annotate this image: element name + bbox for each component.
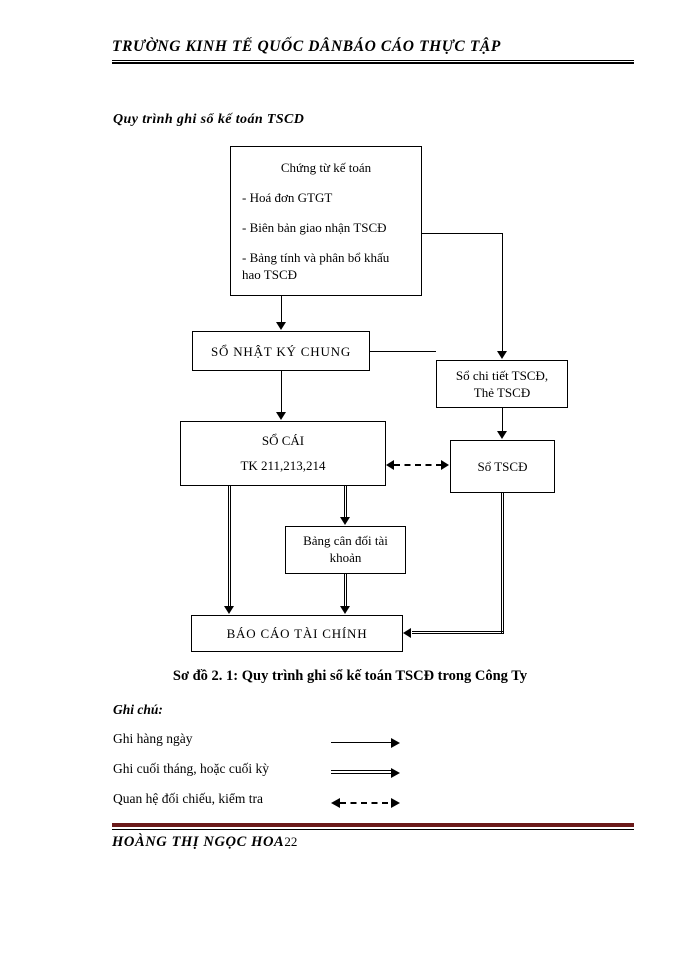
arrowhead-gl-to-financial-statements	[224, 606, 234, 614]
node-trial-balance[interactable]: Bảng cân đối tài khoản	[285, 526, 406, 574]
node-financial-statements[interactable]: BÁO CÁO TÀI CHÍNH	[191, 615, 403, 652]
node-detail-ledger-line2: Thẻ TSCĐ	[473, 385, 531, 400]
node-general-ledger[interactable]: SỔ CÁI TK 211,213,214	[180, 421, 386, 486]
connector-docs-to-detail-horizontal	[422, 233, 502, 234]
node-general-journal[interactable]: SỔ NHẬT KÝ CHUNG	[192, 331, 370, 371]
header-left-text: TRƯỜNG KINH TẾ QUỐC DÂN	[112, 38, 343, 55]
connector-detail-to-fab	[502, 408, 503, 432]
footer-divider-thin	[112, 829, 634, 830]
node-documents-title: Chứng từ kế toán	[280, 160, 372, 175]
legend-row-daily: Ghi hàng ngày	[113, 731, 403, 751]
figure-caption: Sơ đồ 2. 1: Quy trình ghi sổ kế toán TSC…	[172, 668, 528, 684]
connector-trial-balance-to-financial-statements	[344, 574, 347, 608]
arrowhead-detail-to-fab	[497, 431, 507, 439]
node-journal-label: SỔ NHẬT KÝ CHUNG	[210, 343, 352, 359]
connector-gl-to-trial-balance	[344, 486, 347, 518]
page-number: 22	[284, 834, 298, 849]
node-detail-ledger[interactable]: Sổ chi tiết TSCĐ, Thẻ TSCĐ	[436, 360, 568, 408]
connector-gl-fab-crosscheck	[394, 464, 442, 466]
header-text-line: TRƯỜNG KINH TẾ QUỐC DÂNBÁO CÁO THỰC TẬP	[112, 38, 634, 56]
connector-journal-to-detail-horizontal	[370, 351, 436, 352]
double-arrow-icon	[331, 768, 406, 778]
page-header: TRƯỜNG KINH TẾ QUỐC DÂNBÁO CÁO THỰC TẬP	[112, 38, 634, 56]
section-title: Quy trình ghi sổ kế toán TSCD	[113, 112, 305, 127]
header-divider	[112, 60, 634, 64]
connector-docs-to-detail-vertical	[502, 233, 503, 352]
single-arrow-icon	[331, 738, 406, 748]
node-trial-balance-line2: khoản	[329, 550, 362, 565]
flowchart: Chứng từ kế toán - Hoá đơn GTGT - Biên b…	[180, 146, 568, 652]
dashed-double-headed-arrow-icon	[331, 798, 406, 808]
footer-author: HOÀNG THỊ NGỌC HOA	[112, 834, 285, 850]
connector-fab-to-financial-statements-horizontal	[412, 631, 504, 634]
node-financial-statements-label: BÁO CÁO TÀI CHÍNH	[226, 626, 368, 641]
legend-label-crosscheck: Quan hệ đối chiếu, kiểm tra	[113, 791, 263, 806]
legend-label-monthly: Ghi cuối tháng, hoặc cuối kỳ	[113, 761, 269, 776]
arrowhead-crosscheck-right	[441, 460, 449, 470]
arrowhead-gl-to-trial-balance	[340, 517, 350, 525]
connector-docs-to-journal	[281, 296, 282, 323]
node-accounting-documents[interactable]: Chứng từ kế toán - Hoá đơn GTGT - Biên b…	[230, 146, 422, 296]
arrowhead-fab-to-financial-statements	[403, 628, 411, 638]
node-general-ledger-line1: SỔ CÁI	[261, 433, 305, 448]
node-documents-item-1: - Biên bản giao nhận TSCĐ	[242, 220, 387, 235]
arrowhead-crosscheck-left	[386, 460, 394, 470]
page-footer: HOÀNG THỊ NGỌC HOA22	[112, 834, 634, 851]
header-right-text: BÁO CÁO THỰC TẬP	[342, 38, 501, 55]
legend-row-crosscheck: Quan hệ đối chiếu, kiểm tra	[113, 791, 403, 811]
legend-label-daily: Ghi hàng ngày	[113, 731, 193, 746]
arrowhead-docs-to-detail	[497, 351, 507, 359]
node-documents-item-2: - Bảng tính và phân bổ khấu	[242, 250, 390, 265]
node-documents-item-3: hao TSCĐ	[242, 267, 298, 282]
node-fixed-asset-book-label: Sổ TSCĐ	[477, 459, 528, 474]
footer-divider	[112, 823, 634, 830]
node-detail-ledger-line1: Sổ chi tiết TSCĐ,	[455, 368, 549, 383]
node-trial-balance-line1: Bảng cân đối tài	[303, 533, 388, 548]
arrowhead-trial-balance-to-financial-statements	[340, 606, 350, 614]
node-fixed-asset-book[interactable]: Sổ TSCĐ	[450, 440, 555, 493]
connector-gl-to-financial-statements	[228, 486, 231, 608]
legend-title: Ghi chú:	[113, 702, 163, 717]
node-documents-item-0: - Hoá đơn GTGT	[242, 190, 333, 205]
connector-fab-to-financial-statements-vertical	[501, 493, 504, 633]
arrowhead-journal-to-gl	[276, 412, 286, 420]
legend-row-monthly: Ghi cuối tháng, hoặc cuối kỳ	[113, 761, 403, 781]
arrowhead-docs-to-journal	[276, 322, 286, 330]
connector-journal-to-gl	[281, 371, 282, 413]
node-general-ledger-line2: TK 211,213,214	[240, 458, 326, 473]
footer-divider-thick	[112, 823, 634, 827]
